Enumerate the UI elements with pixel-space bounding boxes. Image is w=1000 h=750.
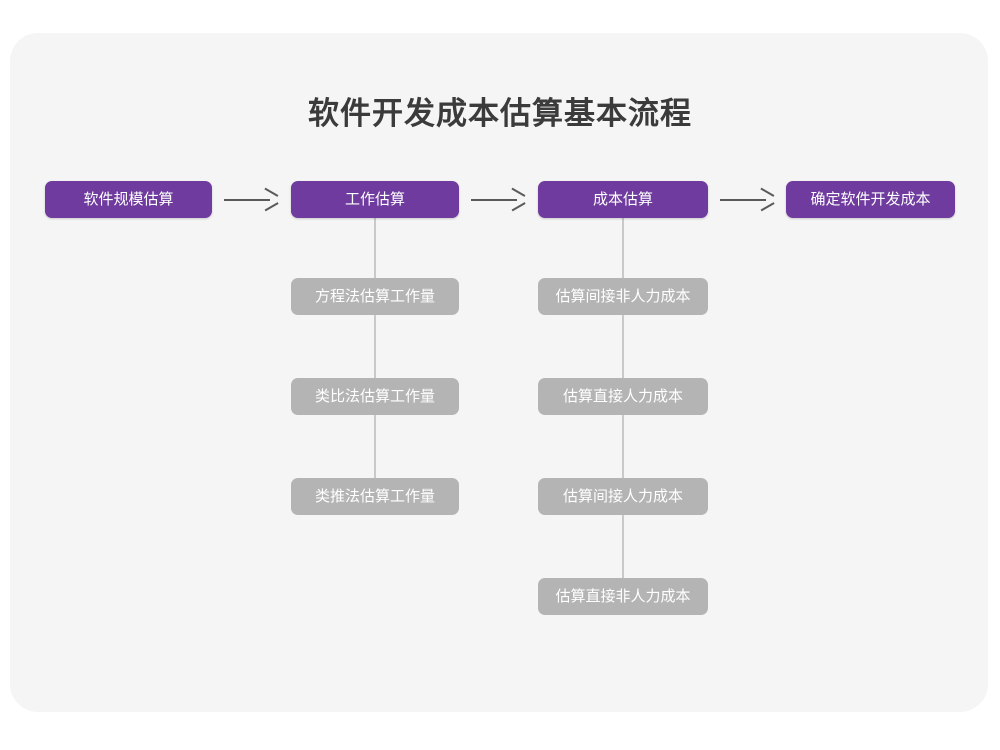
- effort-branch-item-analogical-method[interactable]: 类推法估算工作量: [291, 478, 459, 515]
- step-node-cost-estimation[interactable]: 成本估算: [538, 181, 708, 218]
- effort-branch-item-equation-method[interactable]: 方程法估算工作量: [291, 278, 459, 315]
- page-title: 软件开发成本估算基本流程: [308, 96, 692, 131]
- step-node-effort-estimation[interactable]: 工作估算: [291, 181, 459, 218]
- cost-branch-item-indirect-nonlabor[interactable]: 估算间接非人力成本: [538, 278, 708, 315]
- arrow-right-icon-2: [471, 181, 527, 218]
- arrow-head: [263, 192, 276, 206]
- connector-effort-branch: [374, 218, 376, 515]
- step-node-determine-development-cost[interactable]: 确定软件开发成本: [786, 181, 955, 218]
- arrow-shaft: [471, 199, 517, 201]
- arrow-shaft: [224, 199, 270, 201]
- arrow-head: [759, 192, 772, 206]
- connector-cost-branch: [622, 218, 624, 615]
- arrow-head: [510, 192, 523, 206]
- arrow-right-icon-1: [224, 181, 280, 218]
- arrow-shaft: [720, 199, 766, 201]
- arrow-right-icon-3: [720, 181, 776, 218]
- effort-branch-item-analogy-method[interactable]: 类比法估算工作量: [291, 378, 459, 415]
- cost-branch-item-indirect-labor[interactable]: 估算间接人力成本: [538, 478, 708, 515]
- cost-branch-item-direct-nonlabor[interactable]: 估算直接非人力成本: [538, 578, 708, 615]
- cost-branch-item-direct-labor[interactable]: 估算直接人力成本: [538, 378, 708, 415]
- content-card: [10, 33, 988, 712]
- step-node-software-scale-estimation[interactable]: 软件规模估算: [45, 181, 212, 218]
